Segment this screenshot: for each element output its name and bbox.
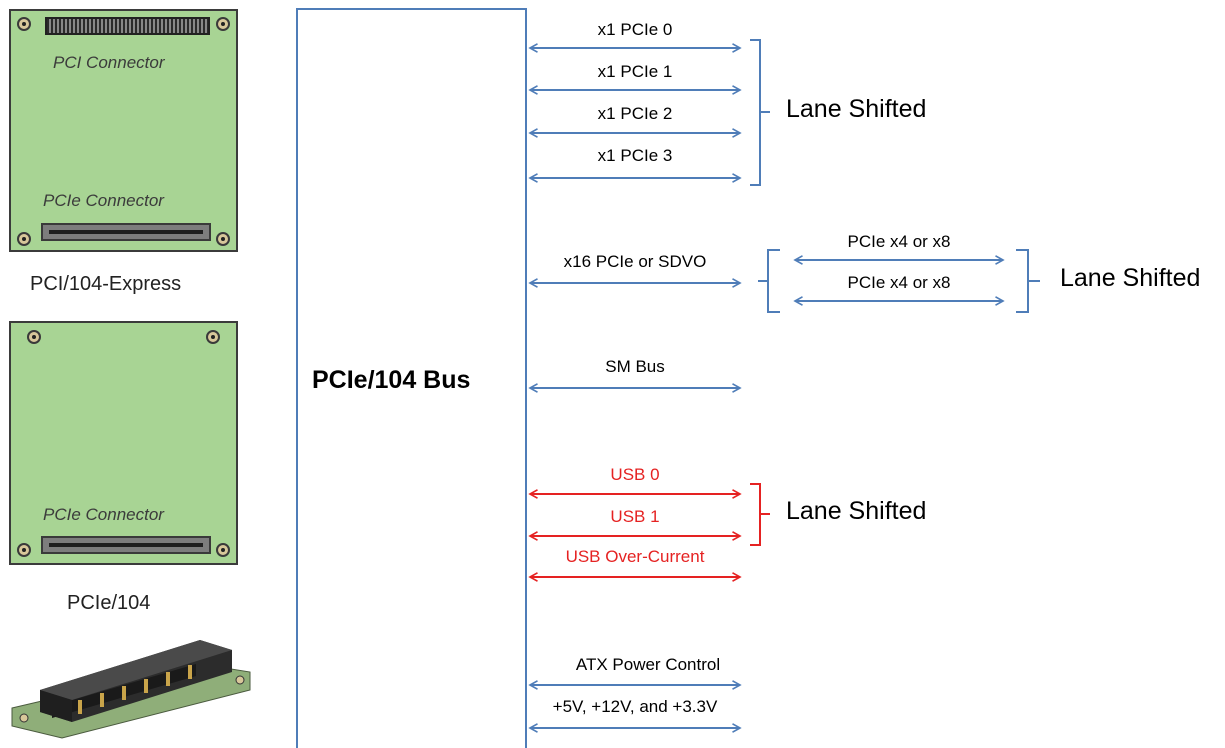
label-usb1: USB 1 xyxy=(610,507,660,526)
mount-hole-icon xyxy=(17,232,31,246)
board-title-pci104-express: PCI/104-Express xyxy=(30,273,182,295)
label-pcie2: x1 PCIe 2 xyxy=(597,104,673,123)
label-pcie0: x1 PCIe 0 xyxy=(597,20,673,39)
label-smbus: SM Bus xyxy=(605,357,665,376)
mount-hole-icon xyxy=(27,330,41,344)
lane-shifted-label-usb: Lane Shifted xyxy=(786,497,927,525)
board-title-pcie104: PCIe/104 xyxy=(67,592,151,614)
mount-hole-icon xyxy=(206,330,220,344)
label-pcie1: x1 PCIe 1 xyxy=(597,62,673,81)
label-x4b: PCIe x4 or x8 xyxy=(847,273,951,292)
mount-hole-icon xyxy=(216,232,230,246)
label-x4a: PCIe x4 or x8 xyxy=(847,232,951,251)
bus-title: PCIe/104 Bus xyxy=(312,366,471,394)
lane-shifted-label-pcie: Lane Shifted xyxy=(786,95,927,123)
pcie-connector-icon xyxy=(41,223,211,241)
mount-hole-icon xyxy=(216,17,230,31)
pcie-connector-label: PCIe Connector xyxy=(43,505,164,524)
mount-hole-icon xyxy=(17,17,31,31)
brace-x4-right xyxy=(1016,249,1040,313)
pcie-connector-icon xyxy=(41,536,211,554)
label-usb0: USB 0 xyxy=(610,465,660,484)
pcie-connector-label: PCIe Connector xyxy=(43,191,164,210)
label-x16: x16 PCIe or SDVO xyxy=(563,252,707,271)
brace-pcie-lanes xyxy=(750,39,770,186)
label-power: +5V, +12V, and +3.3V xyxy=(552,697,718,716)
label-pcie3: x1 PCIe 3 xyxy=(597,146,673,165)
pcie104-bus-box xyxy=(296,8,527,748)
pci-connector-icon xyxy=(45,17,210,35)
mount-hole-icon xyxy=(17,543,31,557)
label-atx: ATX Power Control xyxy=(575,655,721,674)
brace-x4-left xyxy=(758,249,780,313)
pcie104-connector-image xyxy=(11,640,251,739)
lane-shifted-label-x4: Lane Shifted xyxy=(1060,264,1201,292)
pci-connector-label: PCI Connector xyxy=(53,53,165,72)
pcie104-board: PCIe Connector xyxy=(9,321,238,565)
pci104-express-board: PCI Connector PCIe Connector xyxy=(9,9,238,252)
mount-hole-icon xyxy=(216,543,230,557)
label-usb-oc: USB Over-Current xyxy=(565,547,705,566)
brace-usb xyxy=(750,483,770,546)
